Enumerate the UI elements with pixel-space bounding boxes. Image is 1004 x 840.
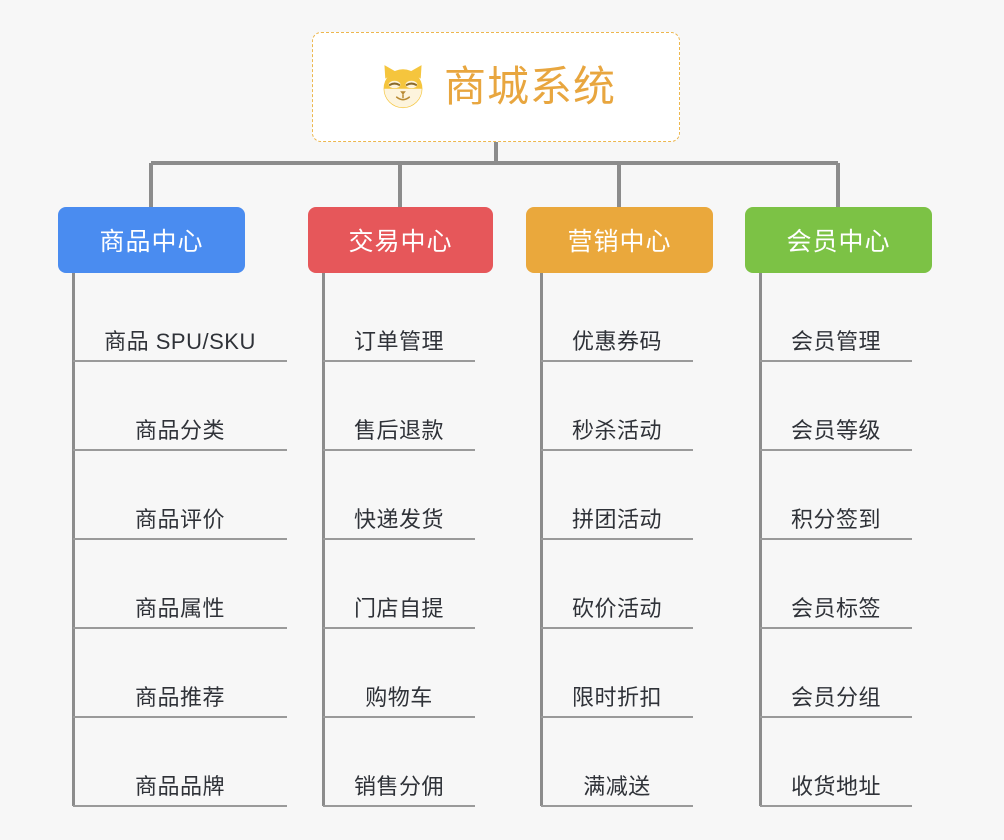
branch-item-list-product-center: 商品 SPU/SKU 商品分类 商品评价 商品属性 商品推荐 商品品牌 xyxy=(58,273,287,807)
leaf-label: 商品分类 xyxy=(134,417,225,443)
leaf-item[interactable]: 快递发货 xyxy=(323,451,475,540)
leaf-label: 门店自提 xyxy=(353,595,444,621)
leaf-item[interactable]: 限时折扣 xyxy=(541,629,693,718)
leaf-item[interactable]: 砍价活动 xyxy=(541,540,693,629)
leaf-label: 购物车 xyxy=(365,684,433,710)
leaf-label: 会员管理 xyxy=(790,328,881,354)
leaf-label: 商品品牌 xyxy=(134,773,225,799)
leaf-item[interactable]: 会员等级 xyxy=(760,362,912,451)
branch-column-product-center: 商品中心 商品 SPU/SKU 商品分类 商品评价 商品属性 商品推荐 商品品牌 xyxy=(58,207,287,807)
branch-item-list-trade-center: 订单管理 售后退款 快递发货 门店自提 购物车 销售分佣 xyxy=(308,273,493,807)
leaf-label: 商品评价 xyxy=(134,506,225,532)
leaf-item[interactable]: 商品 SPU/SKU xyxy=(73,273,287,362)
leaf-label: 收货地址 xyxy=(790,773,881,799)
leaf-label: 快递发货 xyxy=(353,506,444,532)
leaf-item[interactable]: 订单管理 xyxy=(323,273,475,362)
branch-header-marketing-center[interactable]: 营销中心 xyxy=(526,207,713,273)
leaf-label: 销售分佣 xyxy=(353,773,444,799)
leaf-item[interactable]: 会员管理 xyxy=(760,273,912,362)
leaf-label: 会员分组 xyxy=(790,684,881,710)
leaf-label: 会员标签 xyxy=(790,595,881,621)
branch-header-member-center[interactable]: 会员中心 xyxy=(745,207,932,273)
leaf-item[interactable]: 收货地址 xyxy=(760,718,912,807)
leaf-label: 满减送 xyxy=(583,773,651,799)
shiba-dog-face-icon xyxy=(383,65,423,109)
leaf-label: 商品 SPU/SKU xyxy=(104,328,256,354)
leaf-label: 优惠券码 xyxy=(571,328,662,354)
leaf-item[interactable]: 售后退款 xyxy=(323,362,475,451)
leaf-label: 售后退款 xyxy=(353,417,444,443)
leaf-item[interactable]: 满减送 xyxy=(541,718,693,807)
root-node[interactable]: 商城系统 xyxy=(312,32,680,142)
leaf-label: 拼团活动 xyxy=(571,506,662,532)
leaf-item[interactable]: 积分签到 xyxy=(760,451,912,540)
leaf-item[interactable]: 商品品牌 xyxy=(73,718,287,807)
leaf-item[interactable]: 会员标签 xyxy=(760,540,912,629)
leaf-item[interactable]: 优惠券码 xyxy=(541,273,693,362)
leaf-label: 秒杀活动 xyxy=(571,417,662,443)
branch-item-list-marketing-center: 优惠券码 秒杀活动 拼团活动 砍价活动 限时折扣 满减送 xyxy=(526,273,713,807)
branch-header-trade-center[interactable]: 交易中心 xyxy=(308,207,493,273)
branch-column-marketing-center: 营销中心 优惠券码 秒杀活动 拼团活动 砍价活动 限时折扣 满减送 xyxy=(526,207,713,807)
leaf-label: 积分签到 xyxy=(790,506,881,532)
leaf-item[interactable]: 商品分类 xyxy=(73,362,287,451)
branch-column-trade-center: 交易中心 订单管理 售后退款 快递发货 门店自提 购物车 销售分佣 xyxy=(308,207,493,807)
leaf-item[interactable]: 商品推荐 xyxy=(73,629,287,718)
leaf-item[interactable]: 门店自提 xyxy=(323,540,475,629)
root-title: 商城系统 xyxy=(443,63,616,110)
branch-column-member-center: 会员中心 会员管理 会员等级 积分签到 会员标签 会员分组 收货地址 xyxy=(745,207,932,807)
leaf-item[interactable]: 购物车 xyxy=(323,629,475,718)
leaf-item[interactable]: 拼团活动 xyxy=(541,451,693,540)
leaf-label: 砍价活动 xyxy=(571,595,662,621)
leaf-item[interactable]: 商品属性 xyxy=(73,540,287,629)
leaf-label: 商品属性 xyxy=(134,595,225,621)
branch-header-product-center[interactable]: 商品中心 xyxy=(58,207,245,273)
leaf-item[interactable]: 商品评价 xyxy=(73,451,287,540)
leaf-item[interactable]: 会员分组 xyxy=(760,629,912,718)
leaf-label: 商品推荐 xyxy=(134,684,225,710)
leaf-label: 会员等级 xyxy=(790,417,881,443)
branch-item-list-member-center: 会员管理 会员等级 积分签到 会员标签 会员分组 收货地址 xyxy=(745,273,932,807)
leaf-label: 限时折扣 xyxy=(571,684,662,710)
leaf-item[interactable]: 秒杀活动 xyxy=(541,362,693,451)
leaf-item[interactable]: 销售分佣 xyxy=(323,718,475,807)
leaf-label: 订单管理 xyxy=(353,328,444,354)
